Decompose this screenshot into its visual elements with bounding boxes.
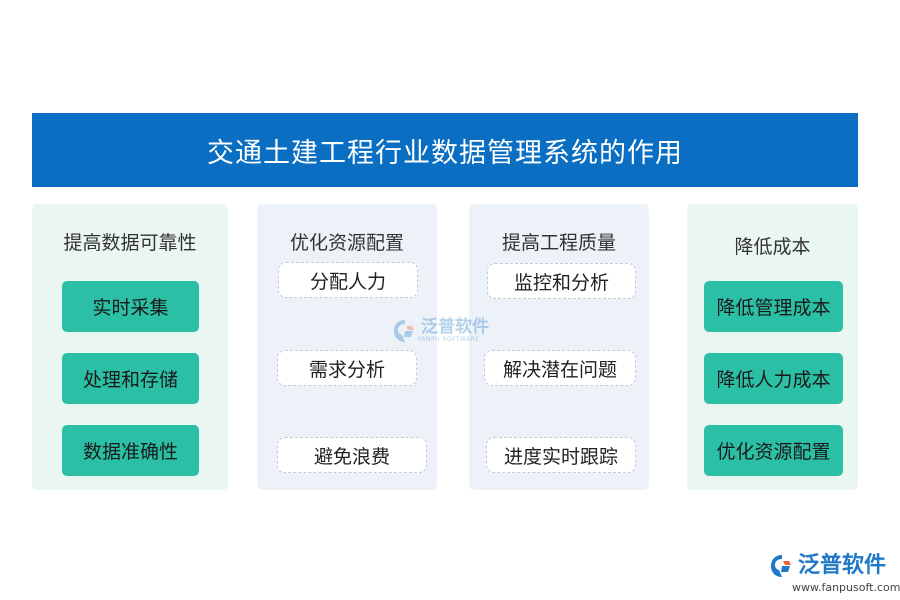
watermark: 泛普软件 FANPU SOFTWARE (392, 318, 489, 344)
item-box: 分配人力 (278, 262, 418, 298)
item-box: 实时采集 (62, 281, 199, 332)
column-title: 优化资源配置 (289, 232, 404, 254)
item-box: 降低管理成本 (704, 281, 843, 332)
item-box: 降低人力成本 (704, 353, 843, 404)
column-data-reliability: 提高数据可靠性 实时采集 处理和存储 数据准确性 (32, 204, 228, 490)
logo-url: www.fanpusoft.com (792, 581, 900, 594)
logo-name: 泛普软件 (798, 553, 887, 578)
column-title: 降低成本 (734, 236, 811, 258)
item-box: 处理和存储 (62, 353, 199, 404)
item-box: 需求分析 (277, 350, 417, 386)
column-title: 提高数据可靠性 (63, 232, 197, 254)
brand-logo: 泛普软件 (769, 553, 886, 579)
fanpu-logo-icon (394, 320, 414, 342)
diagram-title: 交通土建工程行业数据管理系统的作用 (32, 113, 858, 187)
item-box: 数据准确性 (62, 425, 199, 476)
column-engineering-quality: 提高工程质量 监控和分析 解决潜在问题 进度实时跟踪 (469, 204, 649, 490)
item-box: 监控和分析 (487, 263, 636, 299)
column-resource-allocation: 优化资源配置 分配人力 需求分析 避免浪费 (257, 204, 437, 490)
column-title: 提高工程质量 (501, 232, 616, 254)
item-box: 进度实时跟踪 (486, 437, 636, 473)
watermark-sub: FANPU SOFTWARE (418, 336, 480, 343)
item-box: 避免浪费 (277, 437, 427, 473)
item-box: 解决潜在问题 (484, 350, 636, 386)
fanpu-logo-icon (771, 555, 791, 577)
column-cost-reduction: 降低成本 降低管理成本 降低人力成本 优化资源配置 (687, 204, 858, 490)
watermark-name: 泛普软件 (421, 317, 489, 337)
item-box: 优化资源配置 (704, 425, 843, 476)
